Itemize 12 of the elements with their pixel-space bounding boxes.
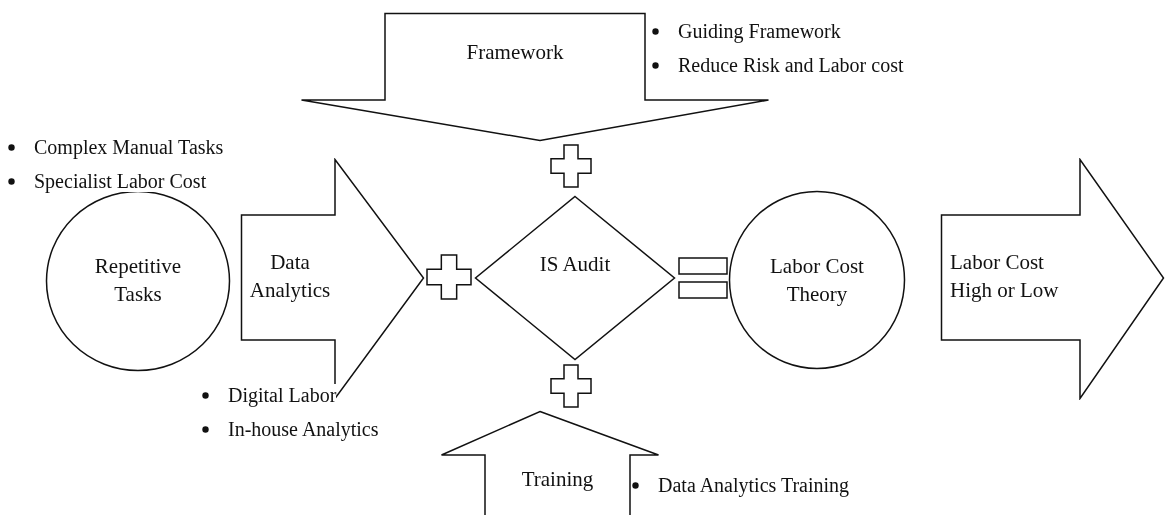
node-label: Training [520, 466, 595, 493]
node-label: Repetitive Tasks [93, 253, 183, 308]
flow-banner [940, 158, 1165, 400]
node-label: Labor Cost High or Low [950, 249, 1060, 304]
node-label: Labor Cost Theory [769, 253, 865, 308]
node-label: Framework [465, 39, 565, 66]
audit-diamond [474, 195, 676, 361]
concept-circle [728, 190, 906, 370]
node-label: IS Audit [538, 251, 612, 278]
bullet-text: Digital Labor [228, 384, 337, 406]
flow-banner [440, 410, 660, 515]
node-label: Data Analytics [248, 249, 332, 304]
